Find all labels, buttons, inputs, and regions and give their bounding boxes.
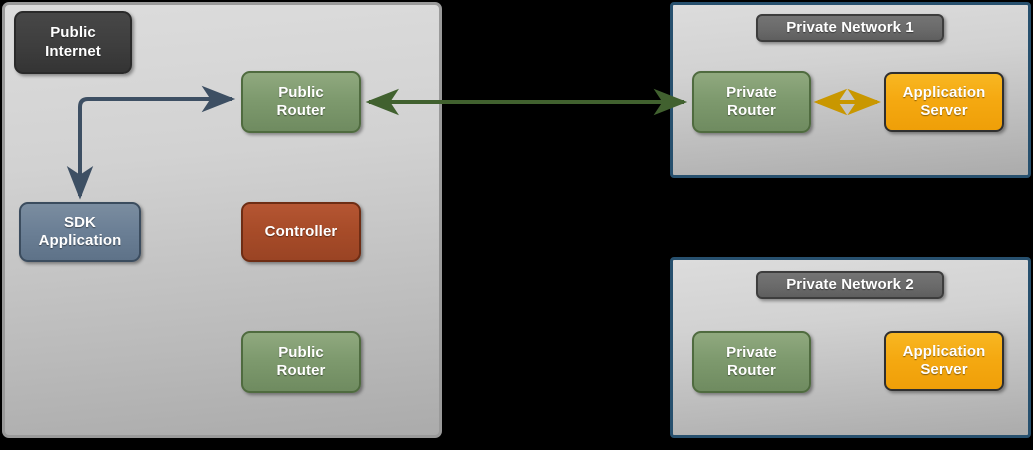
node-sdk-application[interactable]: SDK Application [19,202,141,262]
node-controller-label: Controller [264,222,338,240]
private-network-2-title-label: Private Network 2 [786,275,914,293]
private-network-2-title: Private Network 2 [756,271,944,299]
node-public-router-top-label: Public Router [277,84,326,121]
node-private-router-2-label-line1: Private [726,343,777,361]
node-private-router-2-label: Private Router [726,344,777,381]
node-private-router-1[interactable]: Private Router [692,71,811,133]
node-application-server-1-label-line2: Server [920,102,968,119]
node-sdk-application-label-line2: Application [38,232,122,249]
node-public-router-bottom-label-line1: Public [278,343,324,361]
private-network-1-title: Private Network 1 [756,14,944,42]
node-private-router-1-label: Private Router [726,84,777,121]
node-private-router-2[interactable]: Private Router [692,331,811,393]
node-public-router-top-label-line1: Public [278,83,324,101]
node-public-router-top[interactable]: Public Router [241,71,361,133]
node-application-server-2-label: Application Server [903,343,986,380]
node-public-router-bottom[interactable]: Public Router [241,331,361,393]
node-application-server-2-label-line2: Server [920,361,968,378]
node-public-router-bottom-label: Public Router [277,344,326,381]
node-public-internet-label-line2: Internet [45,42,101,60]
node-private-router-2-label-line2: Router [727,362,776,379]
node-public-internet-label-line1: Public [50,24,96,42]
node-sdk-application-label-line1: SDK [64,213,96,231]
node-private-router-1-label-line1: Private [726,83,777,101]
node-public-internet-label: Public Internet [45,24,101,61]
node-application-server-2[interactable]: Application Server [884,331,1004,391]
node-sdk-application-label: SDK Application [39,214,122,251]
node-application-server-1-label-line1: Application [902,83,986,101]
node-public-internet[interactable]: Public Internet [14,11,132,74]
node-application-server-1[interactable]: Application Server [884,72,1004,132]
node-application-server-2-label-line1: Application [902,342,986,360]
node-application-server-1-label: Application Server [903,84,986,121]
node-controller[interactable]: Controller [241,202,361,262]
node-public-router-bottom-label-line2: Router [276,362,326,379]
private-network-1-title-label: Private Network 1 [786,18,914,36]
node-private-router-1-label-line2: Router [727,102,776,119]
node-public-router-top-label-line2: Router [276,102,326,119]
